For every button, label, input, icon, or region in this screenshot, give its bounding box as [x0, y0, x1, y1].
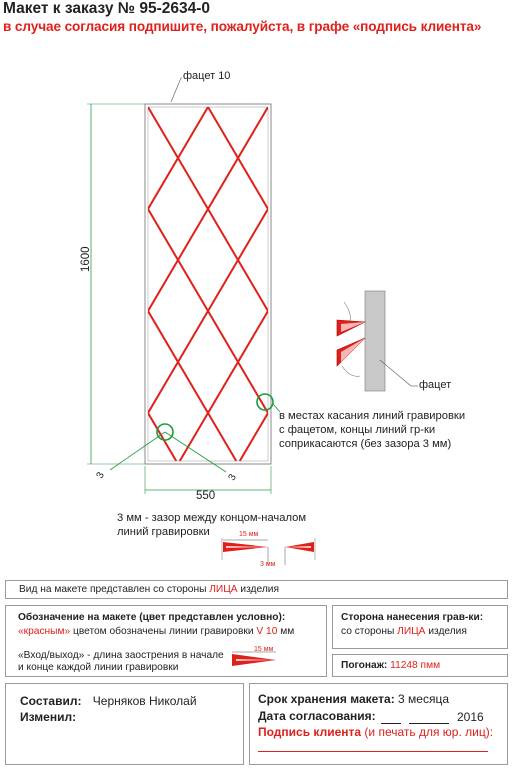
engraving-line	[448, 107, 513, 461]
engraving-line	[178, 309, 268, 461]
composed-value: Черняков Николай	[92, 694, 197, 708]
engraving-line	[148, 207, 268, 415]
agreement-year: 2016	[457, 710, 484, 724]
composed-label: Составил:	[20, 694, 82, 708]
engraving-line	[267, 107, 268, 109]
agreement-label: Дата согласования:	[258, 709, 376, 723]
engraving-line	[420, 107, 513, 461]
pogonage-value: 11248 пмм	[390, 660, 441, 671]
engraving-line	[300, 107, 508, 461]
engraving-line	[148, 107, 149, 109]
engraving-line	[388, 107, 513, 461]
io-detail	[232, 651, 276, 666]
engraving-line	[0, 107, 88, 461]
engraving-line	[0, 107, 56, 461]
engraving-line	[148, 207, 268, 415]
engraving-side-box: Сторона нанесения грав-ки: со стороны ЛИ…	[332, 605, 508, 649]
touch-note: в местах касания линий гравировки с фаце…	[279, 410, 466, 450]
engraving-line	[328, 107, 513, 461]
approval-box: Срок хранения макета: 3 месяца Дата согл…	[249, 683, 508, 765]
engraving-line	[508, 107, 513, 461]
engraving-line	[0, 107, 28, 461]
engraving-lattice	[0, 107, 513, 461]
storage-label: Срок хранения макета:	[258, 692, 395, 706]
side-engraving-cuts	[336, 301, 367, 377]
width-dimension: 550	[196, 490, 216, 502]
changed-label: Изменил:	[20, 710, 77, 724]
side-value: со стороны ЛИЦА изделия	[341, 626, 467, 637]
side-title: Сторона нанесения грав-ки:	[341, 612, 484, 623]
signature-note: (и печать для юр. лиц):	[364, 725, 494, 739]
engraving-line	[148, 107, 209, 211]
touch-marker-left	[156, 423, 174, 441]
legend-title: Обозначение на макете (цвет представлен …	[18, 612, 286, 623]
page-title: Макет к заказу № 95-2634-0	[3, 0, 211, 17]
pogonage-box: Погонаж: 11248 пмм	[332, 654, 508, 677]
touch-marker-right	[256, 393, 274, 411]
io-detail-15: 15 мм	[254, 646, 274, 653]
gap-detail	[221, 538, 316, 565]
engraving-line	[480, 107, 513, 461]
side-facet-label: фацет	[419, 379, 452, 391]
side-section	[364, 290, 386, 392]
gap-detail-3: 3 мм	[260, 561, 276, 568]
page-subtitle: в случае согласия подпишите, пожалуйста,…	[3, 19, 482, 34]
engraving-line	[148, 107, 268, 313]
legend-box: Обозначение на макете (цвет представлен …	[5, 605, 327, 677]
engraving-line	[148, 107, 268, 313]
io-line-1: «Вход/выход» - длина заострения в начале	[18, 650, 224, 661]
view-side-box: Вид на макете представлен со стороны ЛИЦ…	[5, 580, 508, 599]
agreement-month-field[interactable]	[409, 723, 449, 724]
engraving-line	[148, 309, 238, 461]
storage-value: 3 месяца	[398, 692, 450, 706]
io-line-2: и конце каждой линии гравировки	[18, 662, 179, 673]
gap-note: 3 мм - зазор между концом-началом линий …	[117, 512, 307, 538]
panel-outline	[144, 103, 272, 465]
signature-label: Подпись клиента	[258, 725, 362, 739]
engraving-line	[148, 411, 178, 461]
engraving-line	[207, 107, 268, 211]
engraving-line	[360, 107, 513, 461]
pogonage-label: Погонаж:	[341, 660, 388, 671]
legend-line: «красным» цветом обозначены линии гравир…	[18, 626, 295, 637]
height-dimension: 1600	[80, 246, 92, 272]
panel-facet-line	[147, 106, 269, 462]
gap-detail-15: 15 мм	[239, 531, 259, 538]
engraving-line	[0, 107, 116, 461]
signature-field[interactable]	[258, 751, 488, 752]
facet-label: фацет 10	[183, 70, 231, 82]
author-box: Составил: Черняков Николай Изменил:	[5, 683, 244, 765]
agreement-day-field[interactable]	[381, 723, 401, 724]
